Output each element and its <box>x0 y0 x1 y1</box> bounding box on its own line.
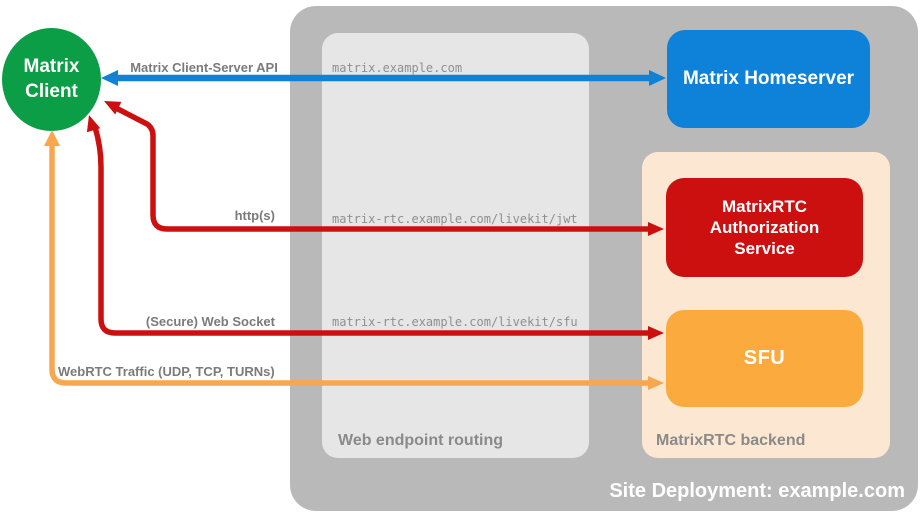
endpoint-livekit-jwt: matrix-rtc.example.com/livekit/jwt <box>332 212 578 226</box>
matrix-client-node: Matrix Client <box>2 28 101 131</box>
webrtc-arrowhead-client <box>44 130 60 146</box>
client-server-api-arrowhead-left <box>101 70 118 86</box>
site-deployment-title: Site Deployment: example.com <box>609 480 905 502</box>
web-endpoint-routing-group <box>322 33 589 458</box>
matrixrtc-backend-label: MatrixRTC backend <box>656 432 806 449</box>
web-endpoint-routing-label: Web endpoint routing <box>338 432 504 449</box>
https-arrow-label: http(s) <box>234 208 275 223</box>
https-arrowhead-client <box>104 101 122 115</box>
matrix-homeserver-label: Matrix Homeserver <box>682 68 855 89</box>
endpoint-livekit-sfu: matrix-rtc.example.com/livekit/sfu <box>332 315 578 329</box>
matrix-client-label: Matrix Client <box>23 55 80 102</box>
webrtc-arrow-label: WebRTC Traffic (UDP, TCP, TURNs) <box>58 364 275 379</box>
sfu-label: SFU <box>743 347 786 369</box>
sfu-node: SFU <box>666 310 863 407</box>
websocket-arrowhead-client <box>86 115 101 133</box>
endpoint-matrix-example-com: matrix.example.com <box>332 61 463 75</box>
matrix-homeserver-node: Matrix Homeserver <box>667 30 870 128</box>
matrixrtc-authorization-service-label: MatrixRTC Authorization Service <box>709 196 820 259</box>
websocket-arrow-label: (Secure) Web Socket <box>145 314 275 329</box>
client-server-api-arrow-label: Matrix Client-Server API <box>130 60 278 75</box>
matrixrtc-authorization-service-node: MatrixRTC Authorization Service <box>666 178 863 277</box>
